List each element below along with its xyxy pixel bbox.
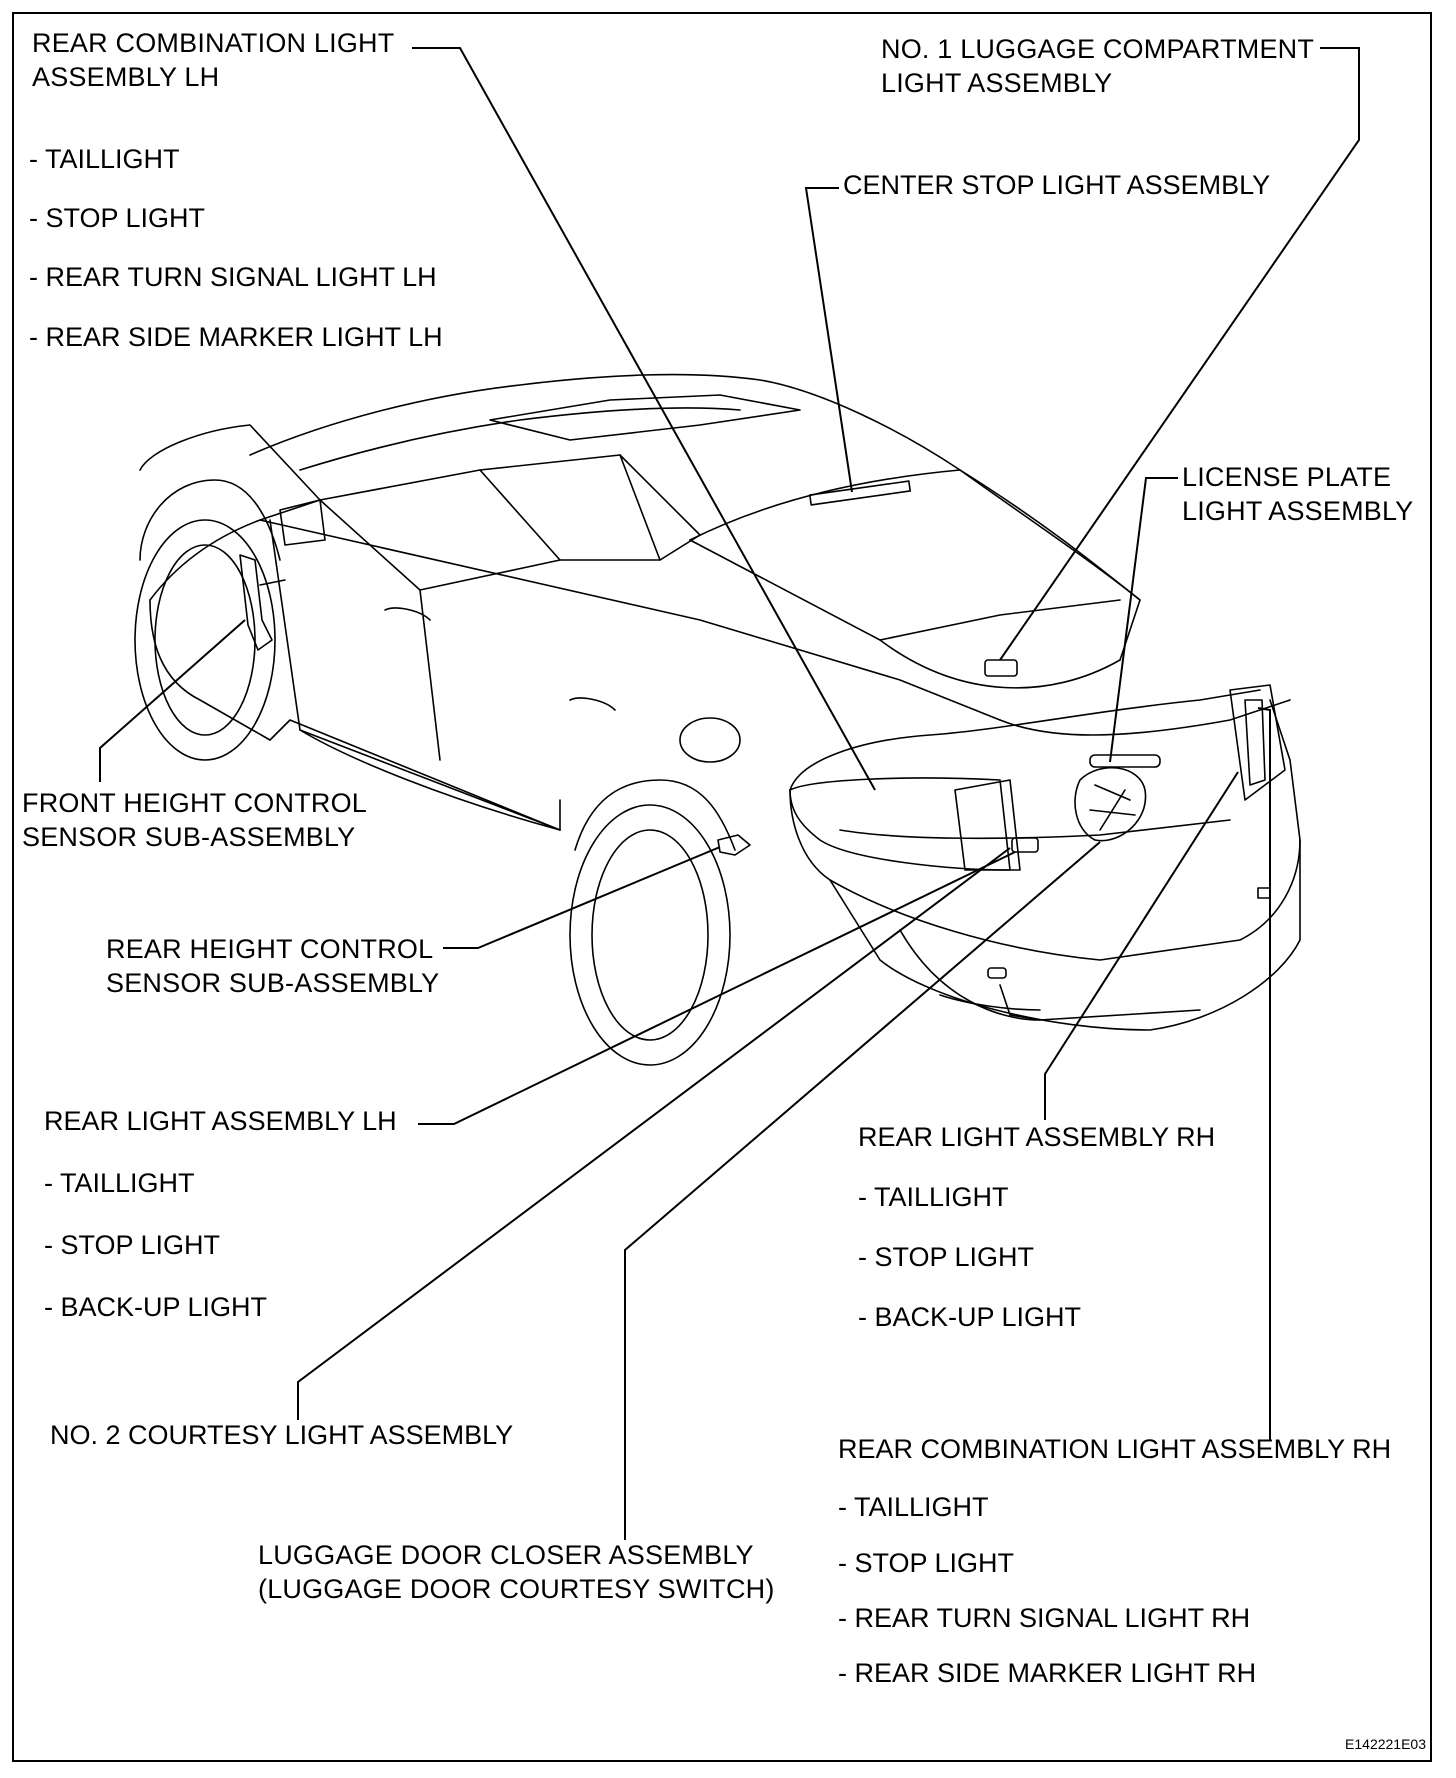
rear-light-lh-item: - TAILLIGHT: [44, 1168, 195, 1198]
rear-combination-light-rh-item: - STOP LIGHT: [838, 1548, 1015, 1578]
car-outline: [134, 373, 1301, 1066]
rear-light-rh-item: - TAILLIGHT: [858, 1182, 1009, 1212]
luggage-door-closer-label: LUGGAGE DOOR CLOSER ASSEMBLY (LUGGAGE DO…: [258, 1538, 775, 1606]
front-height-sensor-line1: FRONT HEIGHT CONTROL: [22, 788, 368, 818]
rear-combination-light-rh-item: - TAILLIGHT: [838, 1492, 989, 1522]
rear-height-sensor-line1: REAR HEIGHT CONTROL: [106, 934, 434, 964]
rear-light-rh-item: - STOP LIGHT: [858, 1242, 1035, 1272]
leader-lines: [99, 47, 1360, 1540]
luggage-compartment-light-line1: NO. 1 LUGGAGE COMPARTMENT: [881, 34, 1315, 64]
rear-combination-light-rh-item: - REAR SIDE MARKER LIGHT RH: [838, 1658, 1257, 1688]
courtesy-light-label: NO. 2 COURTESY LIGHT ASSEMBLY: [50, 1420, 514, 1450]
rear-light-lh-title: REAR LIGHT ASSEMBLY LH: [44, 1106, 397, 1136]
license-plate-light-line1: LICENSE PLATE: [1182, 462, 1392, 492]
rear-combination-light-rh-item: - REAR TURN SIGNAL LIGHT RH: [838, 1603, 1251, 1633]
luggage-compartment-light-label: NO. 1 LUGGAGE COMPARTMENT LIGHT ASSEMBLY: [881, 32, 1314, 100]
license-plate-light-line2: LIGHT ASSEMBLY: [1182, 496, 1414, 526]
rear-light-rh-item: - BACK-UP LIGHT: [858, 1302, 1082, 1332]
rear-combination-light-lh-item: - REAR TURN SIGNAL LIGHT LH: [29, 262, 437, 292]
rear-combination-light-rh-title: REAR COMBINATION LIGHT ASSEMBLY RH: [838, 1434, 1392, 1464]
front-height-sensor-line2: SENSOR SUB-ASSEMBLY: [22, 822, 356, 852]
rear-combination-light-lh-title-line2: ASSEMBLY LH: [32, 62, 220, 92]
rear-combination-light-lh-item: - STOP LIGHT: [29, 203, 206, 233]
center-stop-light-label: CENTER STOP LIGHT ASSEMBLY: [843, 170, 1271, 200]
rear-combination-light-lh-item: - TAILLIGHT: [29, 144, 180, 174]
rear-height-sensor-label: REAR HEIGHT CONTROL SENSOR SUB-ASSEMBLY: [106, 932, 439, 1000]
rear-combination-light-lh-label: REAR COMBINATION LIGHT ASSEMBLY LH: [32, 26, 394, 94]
rear-combination-light-lh-title-line1: REAR COMBINATION LIGHT: [32, 28, 395, 58]
diagram-frame: [12, 12, 1432, 1762]
figure-code: E142221E03: [1345, 1736, 1426, 1752]
rear-light-lh-item: - STOP LIGHT: [44, 1230, 221, 1260]
license-plate-light-label: LICENSE PLATE LIGHT ASSEMBLY: [1182, 460, 1413, 528]
luggage-door-closer-line2: (LUGGAGE DOOR COURTESY SWITCH): [258, 1574, 775, 1604]
rear-combination-light-lh-item: - REAR SIDE MARKER LIGHT LH: [29, 322, 443, 352]
rear-light-rh-title: REAR LIGHT ASSEMBLY RH: [858, 1122, 1216, 1152]
rear-light-lh-item: - BACK-UP LIGHT: [44, 1292, 268, 1322]
front-height-sensor-label: FRONT HEIGHT CONTROL SENSOR SUB-ASSEMBLY: [22, 786, 367, 854]
rear-height-sensor-line2: SENSOR SUB-ASSEMBLY: [106, 968, 440, 998]
luggage-compartment-light-line2: LIGHT ASSEMBLY: [881, 68, 1113, 98]
luggage-door-closer-line1: LUGGAGE DOOR CLOSER ASSEMBLY: [258, 1540, 754, 1570]
